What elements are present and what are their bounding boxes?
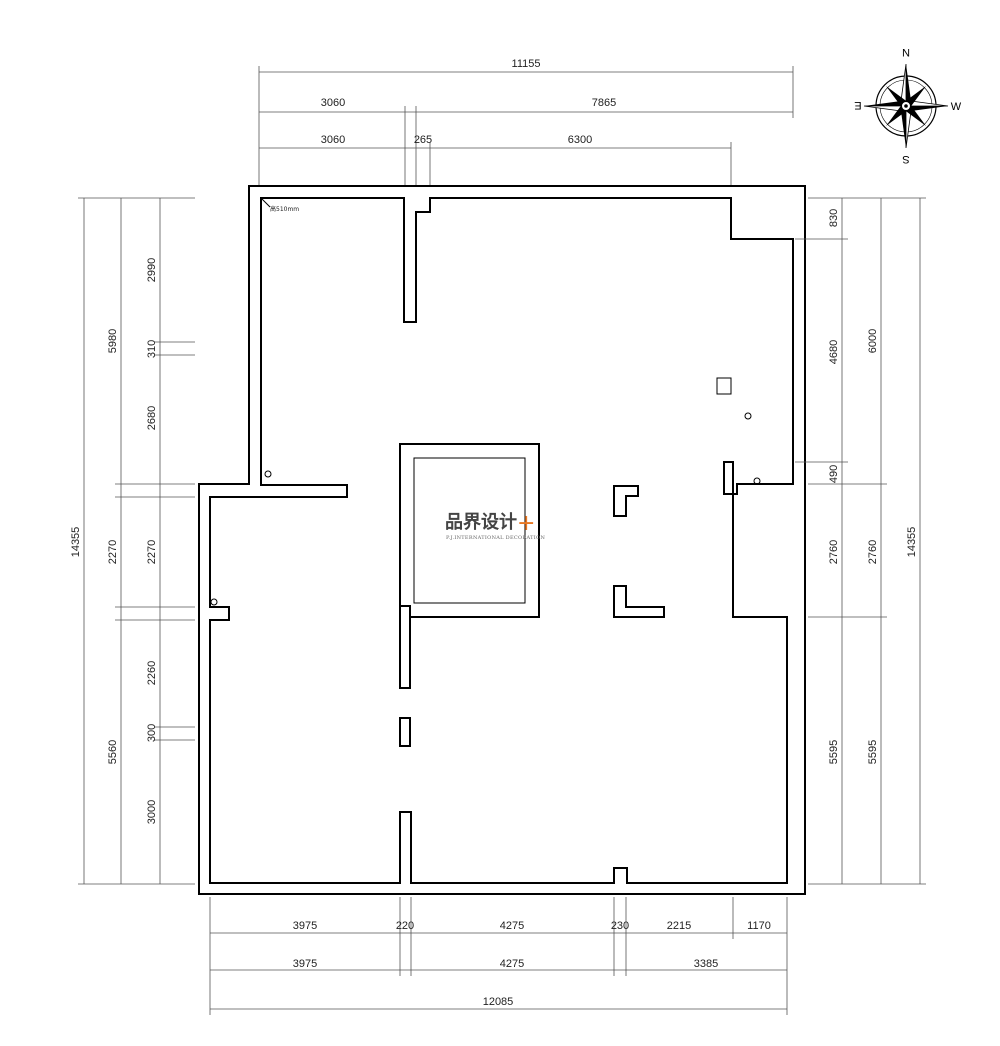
dim-top-inner-gap: 265 (414, 134, 432, 146)
dim-top-mid-right: 7865 (592, 97, 616, 109)
dim-left-inner-4: 2270 (146, 540, 158, 564)
dim-right-low-inner: 5595 (828, 740, 840, 764)
dim-right-upper-inner: 4680 (828, 340, 840, 364)
logo: 品界设计 + P.J.INTERNATIONAL DECORATION (445, 511, 545, 541)
dim-left-inner-3: 2680 (146, 406, 158, 430)
dim-left-lower: 5560 (107, 740, 119, 764)
dim-bottom-6: 1170 (747, 920, 771, 932)
dim-top-mid-left: 3060 (321, 97, 345, 109)
dim-left-inner-5: 2260 (146, 661, 158, 685)
compass-s: S (902, 153, 909, 165)
right-dimensions (795, 197, 926, 885)
bottom-dimensions (209, 897, 788, 1015)
compass-w: W (951, 101, 962, 113)
wall-segment (399, 605, 411, 689)
dim-bottom-4: 230 (611, 920, 629, 932)
dim-bottom-5: 2215 (667, 920, 691, 932)
dim-right-mid-inner: 2760 (828, 540, 840, 564)
pipe-1 (744, 412, 752, 420)
dim-right-upper-outer: 6000 (867, 329, 879, 353)
dim-right-gap: 490 (828, 465, 840, 483)
dim-bottom-3: 4275 (500, 920, 524, 932)
column-l-lower (613, 585, 665, 618)
pipe-4 (210, 598, 218, 606)
pipe-3 (264, 470, 272, 478)
left-dimensions (78, 197, 195, 885)
dim-top-total: 11155 (512, 58, 541, 70)
compass-icon: N S E W (854, 46, 961, 165)
top-dimensions (258, 66, 794, 185)
dim-bottom-2: 220 (396, 920, 414, 932)
dim-left-inner-1: 2990 (146, 258, 158, 282)
dim-bottom-mid-2: 4275 (500, 958, 524, 970)
dim-bottom-total: 12085 (483, 996, 514, 1008)
dim-top-inner-left: 3060 (321, 134, 345, 146)
pipe-2 (753, 477, 761, 485)
column-l-upper (613, 485, 639, 517)
logo-plus: + (517, 511, 535, 536)
height-note: 高510mm (270, 205, 299, 213)
dim-right-top: 830 (828, 209, 840, 227)
dim-left-total: 14355 (70, 527, 82, 558)
dim-bottom-mid-3: 3385 (694, 958, 718, 970)
dim-top-inner-right: 6300 (568, 134, 592, 146)
column (399, 717, 411, 747)
dim-left-inner-7: 3000 (146, 800, 158, 824)
dim-left-inner-6: 300 (146, 724, 158, 742)
logo-text: 品界设计 (445, 511, 517, 533)
compass-n: N (902, 46, 910, 58)
dim-bottom-1: 3975 (293, 920, 317, 932)
central-core (399, 443, 540, 618)
dim-right-mid-outer: 2760 (867, 540, 879, 564)
dim-right-total: 14355 (906, 527, 918, 558)
compass-e: E (854, 99, 861, 111)
dim-left-upper: 5980 (107, 329, 119, 353)
dim-left-middle: 2270 (107, 540, 119, 564)
shaft (716, 377, 732, 395)
logo-subtitle: P.J.INTERNATIONAL DECORATION (446, 535, 545, 541)
dim-right-low-outer: 5595 (867, 740, 879, 764)
dim-bottom-mid-1: 3975 (293, 958, 317, 970)
dim-left-inner-2: 310 (146, 340, 158, 358)
